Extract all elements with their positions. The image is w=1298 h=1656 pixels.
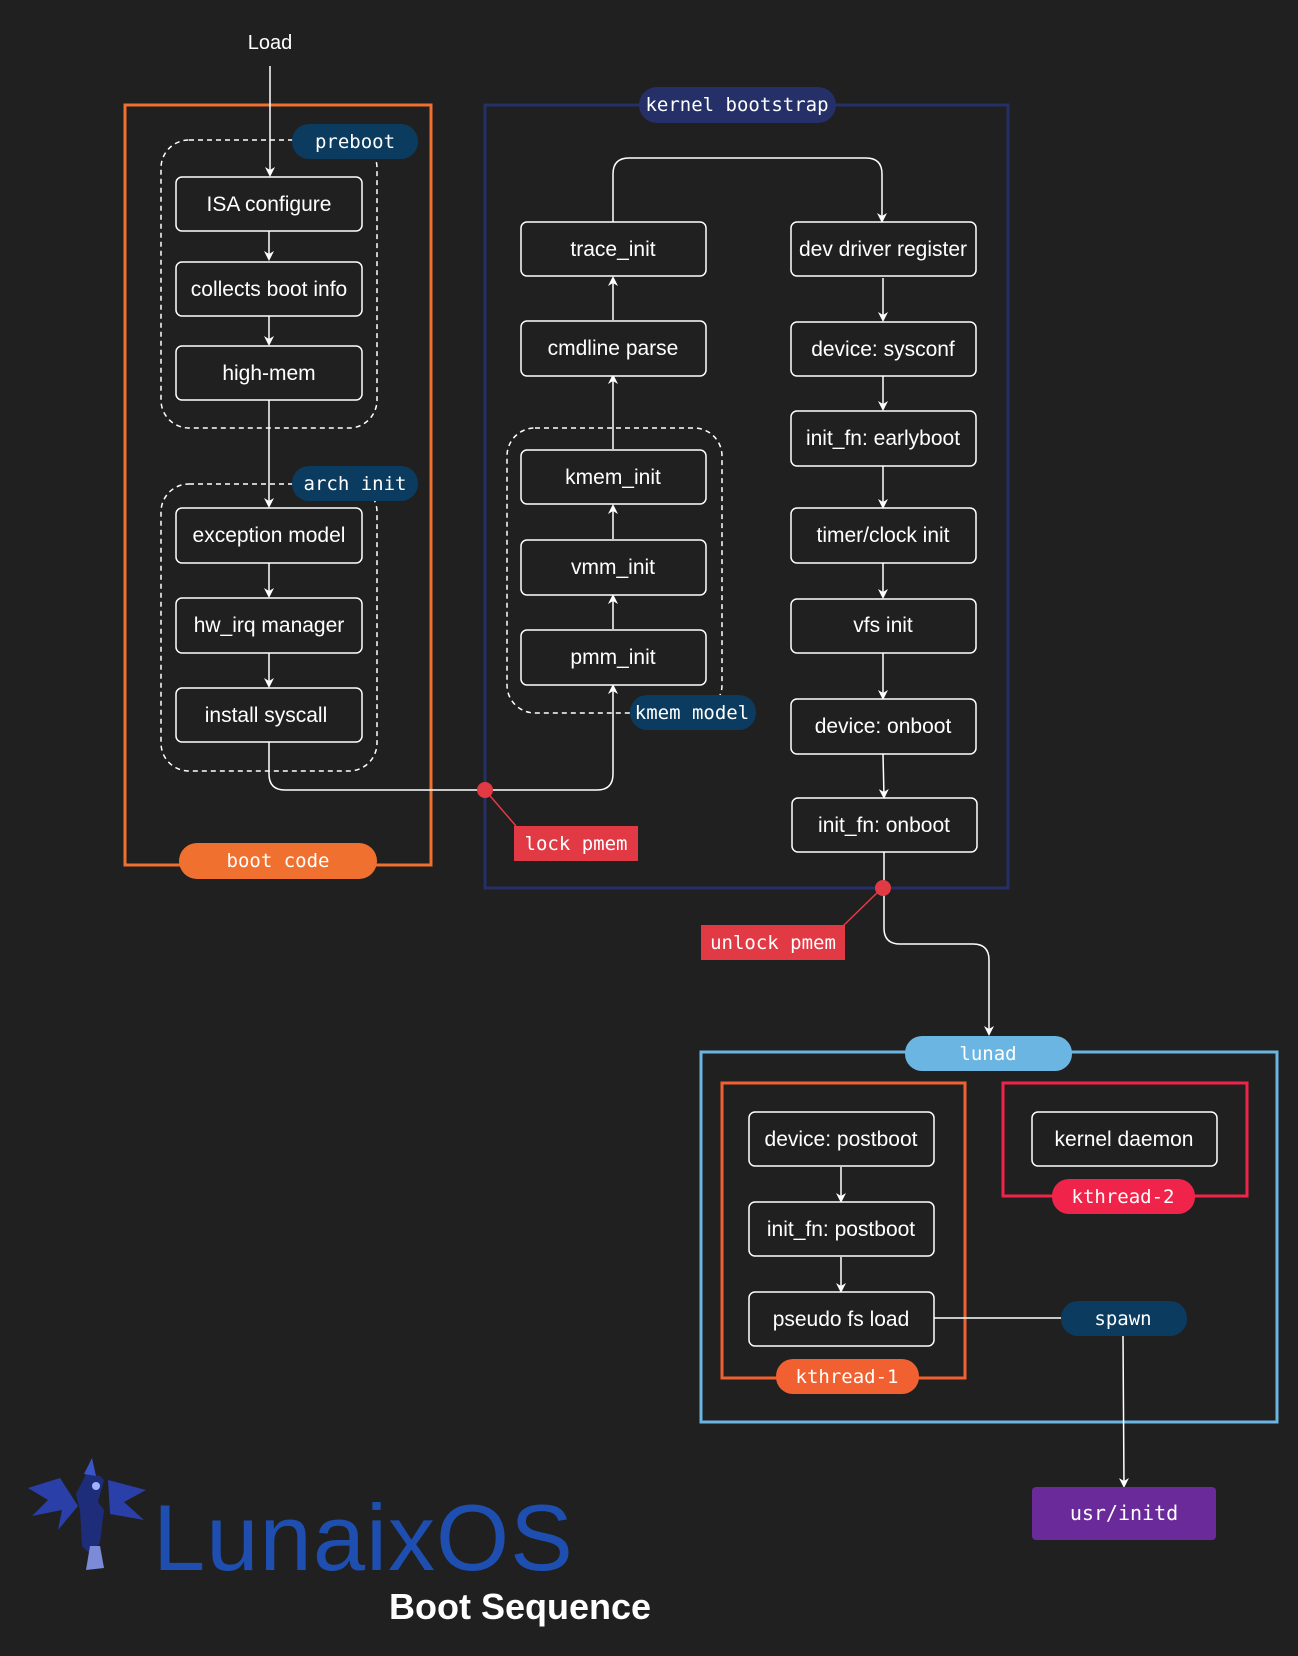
step-timer-clock-init: timer/clock init xyxy=(816,524,949,547)
step-box-init-fn-earlyboot xyxy=(790,410,977,467)
step-kmem-init: kmem_init xyxy=(565,466,661,489)
step-cmdline-parse: cmdline parse xyxy=(548,337,679,360)
kernel-bootstrap-tag xyxy=(639,87,836,123)
logo-wordmark: LunaixOS xyxy=(153,1485,574,1590)
boot-code-tag-label: boot code xyxy=(227,850,330,872)
step-box-vfs-init xyxy=(790,598,977,654)
preboot-tag-label: preboot xyxy=(315,131,395,153)
step-device-sysconf: device: sysconf xyxy=(811,338,955,361)
kmem-model-group xyxy=(506,427,723,714)
step-collects-boot-info: collects boot info xyxy=(191,278,347,301)
arrow-onboot-initfn xyxy=(878,753,889,799)
step-install-syscall: install syscall xyxy=(205,704,328,727)
step-box-device-postboot xyxy=(748,1111,935,1167)
lunad-tag-label: lunad xyxy=(959,1043,1016,1065)
step-box-trace-init xyxy=(520,221,707,277)
step-box-pmm-init xyxy=(520,629,707,686)
step-dev-driver-register: dev driver register xyxy=(799,238,967,261)
kmem-model-tag-label: kmem model xyxy=(635,702,749,724)
step-box-device-onboot xyxy=(790,698,977,755)
lunad-tag xyxy=(905,1036,1072,1071)
boot-code-tag xyxy=(179,843,377,879)
unlock-pmem-tag-label: unlock pmem xyxy=(710,932,836,954)
step-box-init-fn-postboot xyxy=(748,1201,935,1257)
step-box-vmm-init xyxy=(520,539,707,596)
unlock-pmem-tag xyxy=(701,925,845,960)
unlock-pmem-dot xyxy=(875,880,891,896)
step-init-fn-earlyboot: init_fn: earlyboot xyxy=(806,427,960,450)
step-box-install-syscall xyxy=(175,687,363,743)
preboot-tag xyxy=(292,124,418,159)
step-box-isa-configure xyxy=(175,176,363,232)
step-pmm-init: pmm_init xyxy=(570,646,655,669)
kernel-bootstrap-tag-label: kernel bootstrap xyxy=(645,94,828,116)
winged-pony-mascot-icon xyxy=(28,1458,146,1570)
initd-label: usr/initd xyxy=(1070,1501,1178,1525)
step-pseudo-fs-load: pseudo fs load xyxy=(773,1308,910,1331)
kthread-2-tag xyxy=(1052,1179,1195,1214)
arrow-spawn-initd xyxy=(1118,1335,1129,1488)
lock-pmem-tag-label: lock pmem xyxy=(525,833,628,855)
step-vmm-init: vmm_init xyxy=(571,556,655,579)
step-box-hw-irq-manager xyxy=(175,597,363,654)
arrow-syscall-pmm xyxy=(268,684,618,791)
step-box-dev-driver-register xyxy=(790,221,977,277)
step-device-postboot: device: postboot xyxy=(765,1128,918,1151)
arch-init-tag-label: arch init xyxy=(304,473,407,495)
step-hw-irq-manager: hw_irq manager xyxy=(194,614,345,637)
step-vfs-init: vfs init xyxy=(853,614,913,637)
kthread-2-tag-label: kthread-2 xyxy=(1072,1186,1175,1208)
unlock-pmem-leader xyxy=(842,887,883,927)
step-box-exception-model xyxy=(175,507,363,564)
step-init-fn-postboot: init_fn: postboot xyxy=(767,1218,915,1241)
step-box-collects-boot-info xyxy=(175,261,363,317)
arrow-trace-devdriver xyxy=(612,157,887,223)
step-trace-init: trace_init xyxy=(570,238,655,261)
load-label: Load xyxy=(248,32,293,54)
arrow-initfn-lunad xyxy=(883,852,994,1036)
step-box-high-mem xyxy=(175,345,363,401)
initd-box xyxy=(1032,1487,1216,1540)
lock-pmem-dot xyxy=(477,782,493,798)
step-box-init-fn-onboot xyxy=(791,797,978,853)
arch-init-tag xyxy=(292,466,418,501)
lock-pmem-tag xyxy=(514,826,638,861)
step-high-mem: high-mem xyxy=(222,362,315,385)
step-kernel-daemon: kernel daemon xyxy=(1055,1128,1194,1151)
connectors xyxy=(264,66,1129,1488)
step-box-kernel-daemon xyxy=(1031,1111,1218,1167)
step-init-fn-onboot: init_fn: onboot xyxy=(818,814,950,837)
step-box-timer-clock-init xyxy=(790,507,977,564)
step-box-device-sysconf xyxy=(790,321,977,377)
step-box-kmem-init xyxy=(520,449,707,505)
step-box-pseudo-fs-load xyxy=(748,1291,935,1347)
kthread-1-tag xyxy=(776,1359,919,1394)
spawn-tag xyxy=(1061,1301,1187,1336)
boot-sequence-title: Boot Sequence xyxy=(388,1586,652,1627)
spawn-tag-label: spawn xyxy=(1094,1308,1151,1330)
step-isa-configure: ISA configure xyxy=(207,193,332,216)
step-device-onboot: device: onboot xyxy=(815,715,952,738)
step-exception-model: exception model xyxy=(193,524,346,547)
step-box-cmdline-parse xyxy=(520,320,707,377)
kthread-1-tag-label: kthread-1 xyxy=(796,1366,899,1388)
kmem-model-tag xyxy=(630,695,756,730)
